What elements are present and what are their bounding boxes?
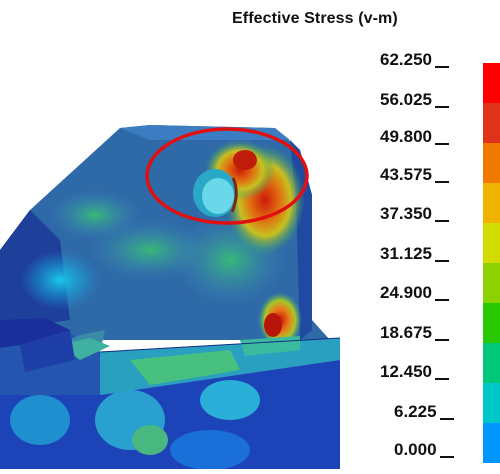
- legend-label: 0.000: [394, 440, 454, 460]
- legend-label: 6.225: [394, 402, 454, 422]
- colorbar-swatch: [483, 183, 500, 223]
- legend-title: Effective Stress (v-m): [232, 10, 398, 27]
- legend-label: 12.450: [380, 362, 449, 382]
- legend-label: 24.900: [380, 283, 449, 303]
- colorbar-swatch: [483, 103, 500, 143]
- bracket-body: [0, 125, 330, 348]
- colorbar-swatch: [483, 423, 500, 463]
- legend-label: 56.025: [380, 90, 449, 110]
- legend-label: 43.575: [380, 165, 449, 185]
- colorbar-swatch: [483, 263, 500, 303]
- legend-label: 62.250: [380, 50, 449, 70]
- legend-label: 18.675: [380, 323, 449, 343]
- colorbar-swatch: [483, 143, 500, 183]
- legend-label: 31.125: [380, 244, 449, 264]
- legend-label: 37.350: [380, 204, 449, 224]
- colorbar-swatch: [483, 223, 500, 263]
- highlight-ellipse: [145, 127, 309, 225]
- colorbar-swatch: [483, 63, 500, 103]
- base-flange: [0, 318, 341, 470]
- colorbar-swatch: [483, 383, 500, 423]
- colorbar-swatch: [483, 343, 500, 383]
- legend-label: 49.800: [380, 127, 449, 147]
- colorbar-swatch: [483, 303, 500, 343]
- legend-colorbar: [483, 63, 500, 463]
